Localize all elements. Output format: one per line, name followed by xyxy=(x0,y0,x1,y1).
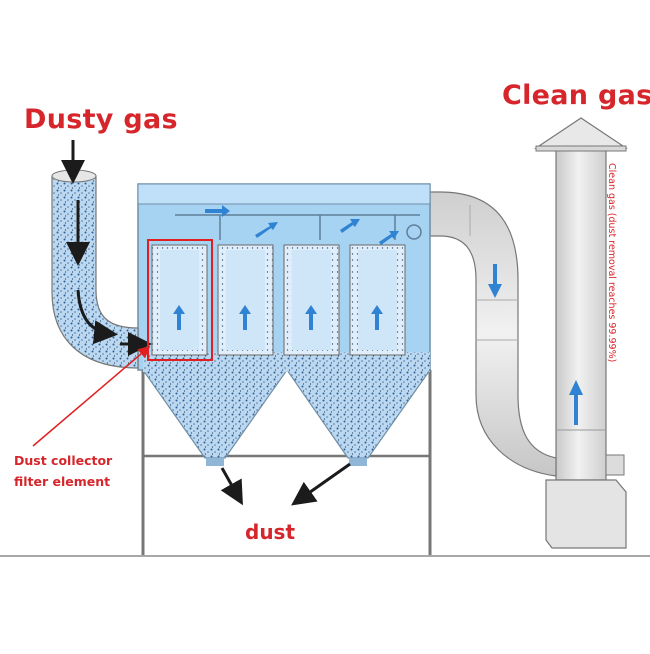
filter-bags xyxy=(151,244,406,356)
clean-gas-efficiency-label: Clean gas (dust removal reaches 99.99%) xyxy=(606,163,617,363)
filter-element-pointer xyxy=(32,346,151,447)
dusty-gas-label: Dusty gas xyxy=(24,104,178,135)
support-legs xyxy=(141,370,432,555)
inlet-duct xyxy=(51,169,139,369)
filter-element-highlight xyxy=(147,239,213,361)
dust-label: dust xyxy=(245,520,296,544)
clean-gas-label: Clean gas xyxy=(502,80,650,111)
blowback-pipes xyxy=(175,214,422,240)
filter-label-line-2: filter element xyxy=(14,474,111,489)
exhaust-stack xyxy=(534,117,628,549)
clean-flow-arrows xyxy=(173,205,583,425)
filter-element-label: Dust collector filter element xyxy=(14,450,112,492)
dusty-flow-arrows xyxy=(61,140,351,506)
filter-label-line-1: Dust collector xyxy=(14,453,113,468)
outlet-duct xyxy=(429,191,557,477)
